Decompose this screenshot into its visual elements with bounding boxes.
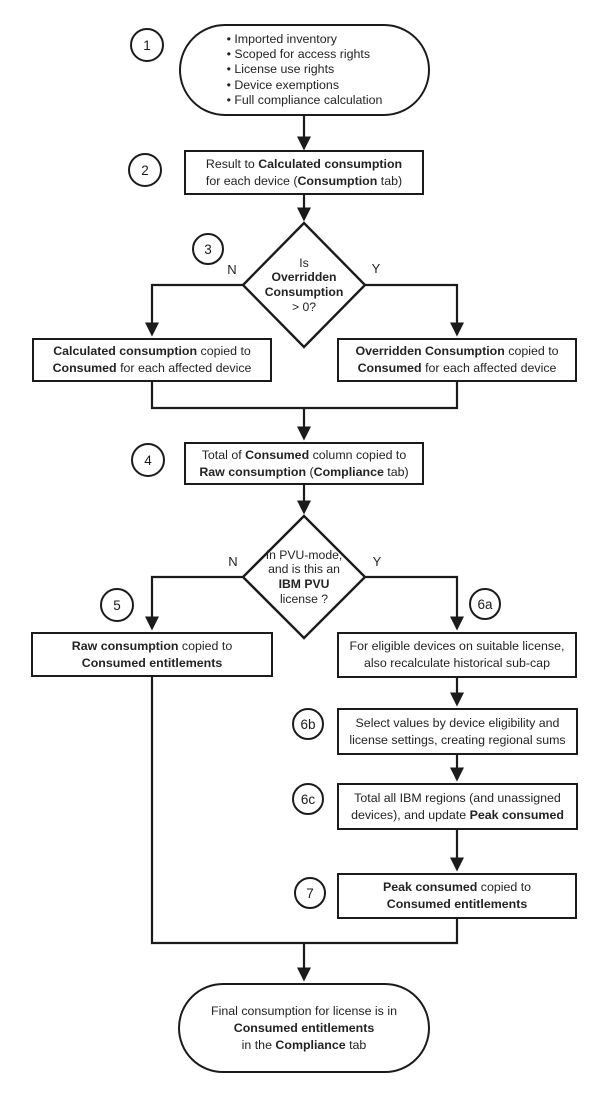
step-badge-1: 1	[130, 28, 164, 62]
step-badge-2: 2	[128, 153, 162, 187]
decision1-no-label: N	[227, 262, 237, 277]
start-node: • Imported inventory• Scoped for access …	[179, 24, 430, 116]
decision-pvu-diamond	[241, 514, 367, 640]
step-badge-6a: 6a	[469, 588, 501, 620]
decision-overridden-diamond	[241, 221, 367, 349]
eligible-devices-text: For eligible devices on suitable license…	[349, 639, 565, 670]
decision1-yes-label: Y	[371, 261, 381, 276]
decision2-no-label: N	[228, 554, 238, 569]
arrow-decision1-no	[144, 283, 244, 337]
arrow-decision1-yes	[364, 283, 465, 337]
merge-line-1	[150, 382, 459, 410]
step-badge-3: 3	[192, 233, 224, 265]
step-badge-6c: 6c	[292, 783, 324, 815]
step-badge-6b: 6b	[292, 708, 324, 740]
arrow-decision2-no	[144, 575, 244, 631]
eligible-devices-box: For eligible devices on suitable license…	[337, 632, 577, 678]
arrow-decision2-yes	[364, 575, 465, 631]
step-badge-7: 7	[294, 877, 326, 909]
step-badge-4: 4	[131, 443, 165, 477]
step-badge-5: 5	[100, 588, 134, 622]
start-node-text: • Imported inventory• Scoped for access …	[226, 31, 383, 107]
decision2-yes-label: Y	[372, 554, 382, 569]
